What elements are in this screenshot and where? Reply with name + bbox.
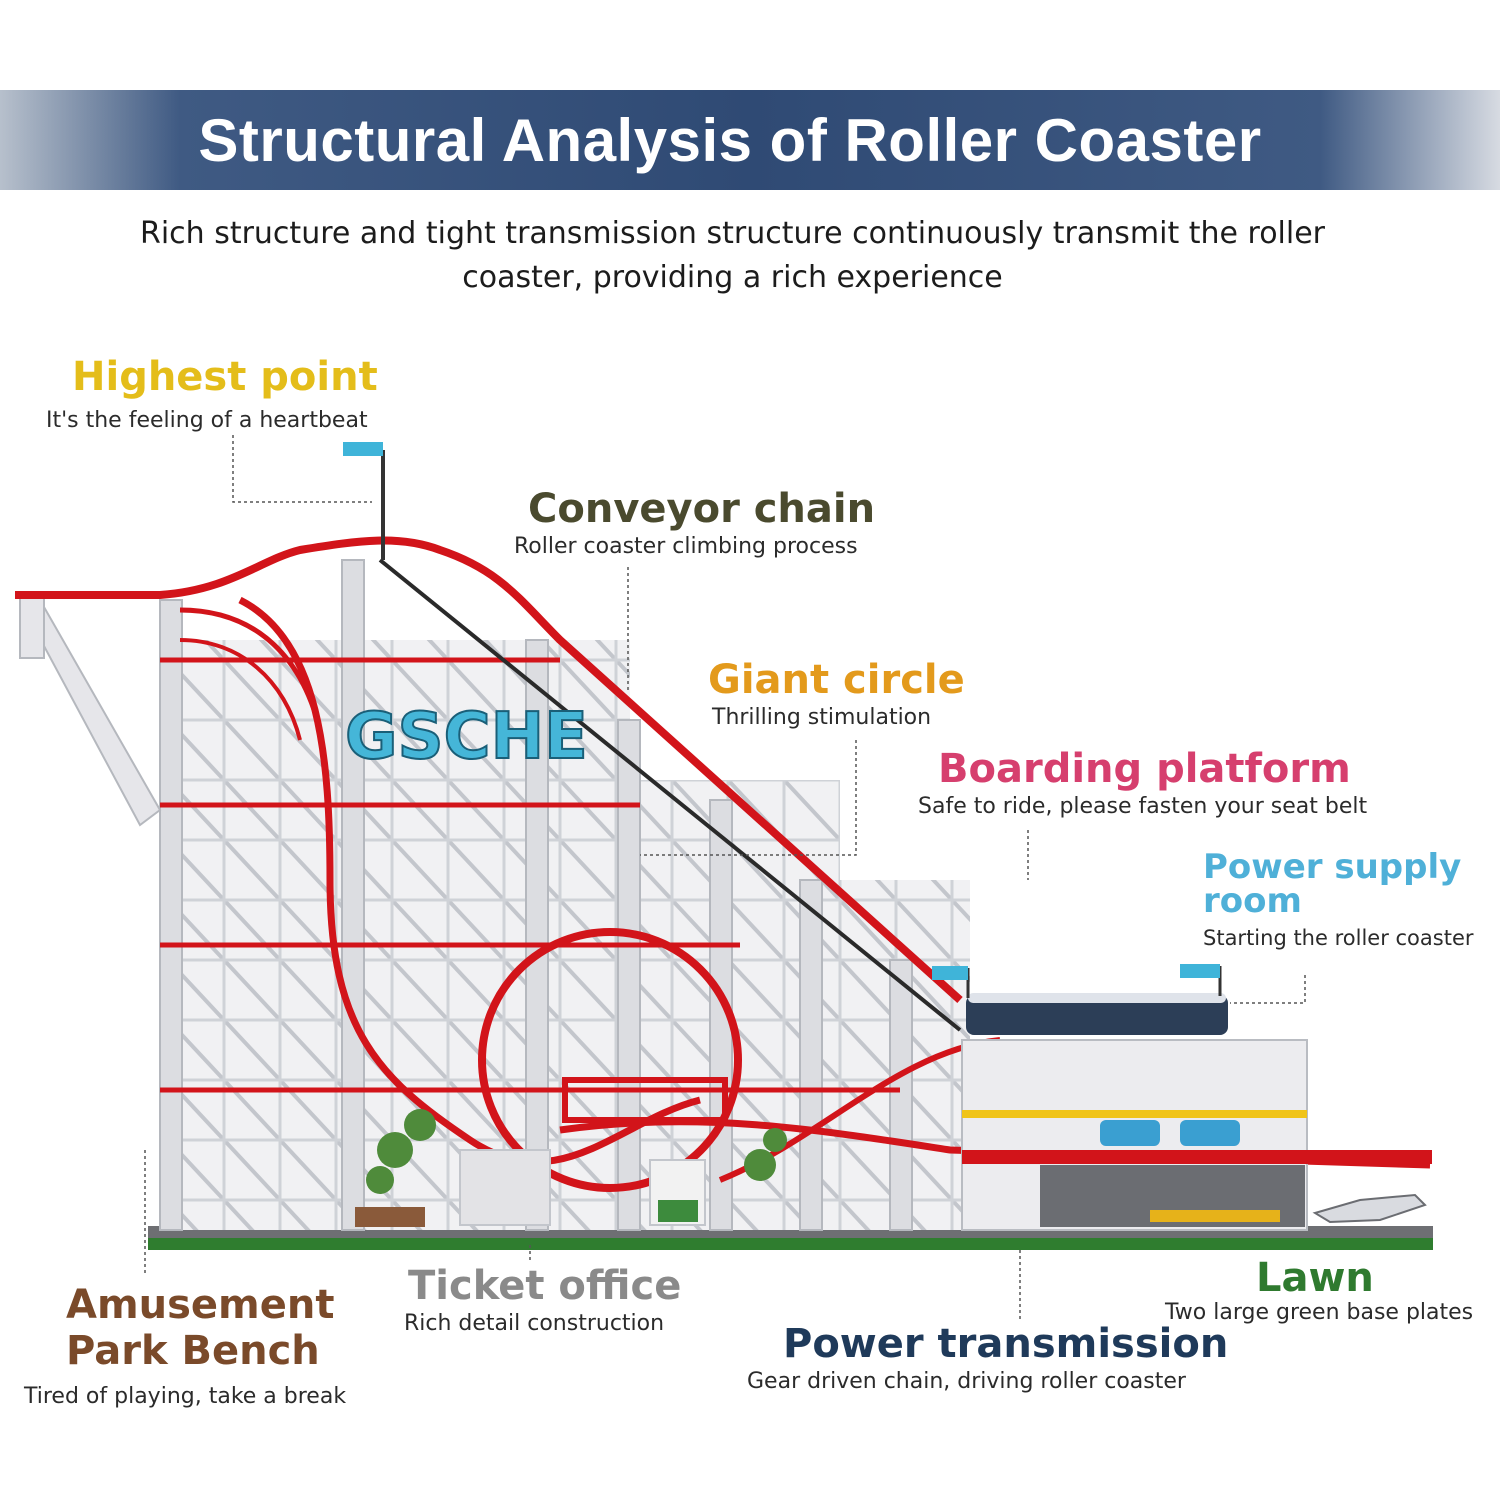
callout-amusement-bench-desc: Tired of playing, take a break xyxy=(24,1381,346,1411)
station-roof xyxy=(966,995,1228,1035)
cart-1 xyxy=(1100,1120,1160,1146)
station-red-band xyxy=(962,1150,1432,1164)
title-banner xyxy=(0,90,1500,190)
callout-highest-point-desc: It's the feeling of a heartbeat xyxy=(46,405,368,435)
amusement-bench-title-2: Park Bench xyxy=(66,1328,320,1374)
page-subtitle: Rich structure and tight transmission st… xyxy=(139,216,1326,295)
tower-frame xyxy=(160,640,630,1230)
flag-highest-point xyxy=(343,442,385,560)
giant-circle-title: Giant circle xyxy=(708,657,965,703)
conveyor-chain-desc: Roller coaster climbing process xyxy=(514,534,858,559)
power-transmission-desc: Gear driven chain, driving roller coaste… xyxy=(747,1369,1186,1394)
station-yellow-rail xyxy=(962,1110,1307,1118)
ticket-office-title: Ticket office xyxy=(408,1263,682,1309)
boarding-platform-desc: Safe to ride, please fasten your seat be… xyxy=(918,794,1368,819)
cart-2 xyxy=(1180,1120,1240,1146)
giant-loop xyxy=(478,928,742,1192)
callout-lawn-desc: Two large green base plates xyxy=(1165,1297,1473,1327)
station-roof-top xyxy=(968,993,1226,1003)
callout-power-transmission: Power transmission Gear driven chain, dr… xyxy=(747,1321,1229,1396)
conveyor-chain-line xyxy=(378,558,962,1032)
power-supply-title-2: room xyxy=(1203,881,1302,921)
arch-truss-inner xyxy=(179,638,302,741)
callout-amusement-bench: Amusement Park Bench xyxy=(66,1282,334,1374)
lawn-base-plate xyxy=(148,1238,1433,1250)
main-track xyxy=(15,536,963,1003)
arch-truss xyxy=(179,607,323,731)
lawn-title: Lawn xyxy=(1256,1255,1374,1301)
flag-power-room xyxy=(1180,964,1222,996)
callout-giant-circle: Giant circle Thrilling stimulation xyxy=(708,658,965,732)
airplane xyxy=(1312,1193,1427,1224)
kiosk xyxy=(459,1149,551,1226)
giant-circle-desc: Thrilling stimulation xyxy=(712,705,932,730)
lawn-desc: Two large green base plates xyxy=(1165,1300,1474,1325)
left-post xyxy=(19,597,45,659)
conveyor-chain-title: Conveyor chain xyxy=(528,486,876,532)
power-supply-title-1: Power supply xyxy=(1203,847,1462,887)
power-supply-desc: Starting the roller coaster xyxy=(1203,926,1474,950)
flag-boarding xyxy=(932,966,970,998)
red-bridge xyxy=(562,1077,728,1123)
yellow-gear-deco xyxy=(1150,1210,1280,1222)
callout-power-supply-room: Power supply room Starting the roller co… xyxy=(1203,850,1474,952)
park-bench xyxy=(355,1207,425,1227)
amusement-bench-desc: Tired of playing, take a break xyxy=(24,1384,347,1409)
callout-lawn: Lawn xyxy=(1256,1256,1374,1300)
red-beams xyxy=(160,657,900,1093)
callout-boarding-platform: Boarding platform Safe to ride, please f… xyxy=(918,746,1367,821)
page-title: Structural Analysis of Roller Coaster xyxy=(198,106,1262,174)
highest-point-desc: It's the feeling of a heartbeat xyxy=(46,408,368,433)
lower-track xyxy=(559,1118,1431,1169)
ticket-office-desc: Rich detail construction xyxy=(404,1311,665,1336)
ticket-office-green xyxy=(658,1200,698,1222)
boarding-platform-title: Boarding platform xyxy=(938,746,1351,792)
trees xyxy=(366,1109,787,1194)
amusement-bench-title-1: Amusement xyxy=(66,1282,335,1328)
callout-conveyor-chain: Conveyor chain Roller coaster climbing p… xyxy=(514,486,876,561)
leader-lines xyxy=(144,435,1306,1320)
callout-ticket-office: Ticket office Rich detail construction xyxy=(404,1263,682,1338)
power-transmission-title: Power transmission xyxy=(783,1321,1229,1367)
park-sign: GSCHE xyxy=(345,700,588,774)
callout-highest-point: Highest point xyxy=(72,355,378,399)
highest-point-title: Highest point xyxy=(72,354,378,400)
